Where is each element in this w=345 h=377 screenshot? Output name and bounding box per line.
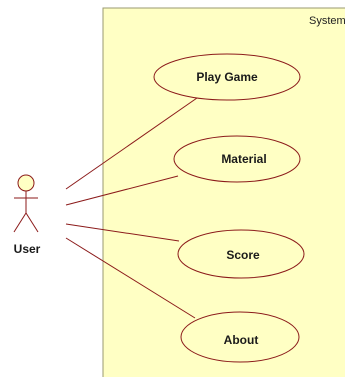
association-play-game[interactable] xyxy=(65,97,198,190)
association-about[interactable] xyxy=(65,237,196,319)
use-case-play-game[interactable]: Play Game xyxy=(153,53,301,101)
system-label: System xyxy=(309,15,345,27)
use-case-score[interactable]: Score xyxy=(177,229,305,279)
use-case-label: Play Game xyxy=(196,70,258,84)
use-case-label: Material xyxy=(221,152,266,166)
actor-right-leg xyxy=(25,212,39,233)
actor-label: User xyxy=(14,242,41,256)
association-material[interactable] xyxy=(65,175,179,206)
use-case-label: Score xyxy=(226,248,260,262)
use-case-ellipse xyxy=(173,135,301,183)
actor-head xyxy=(17,174,35,192)
use-case-ellipse xyxy=(153,53,301,101)
associations xyxy=(65,97,198,319)
use-case-ellipse xyxy=(180,311,300,363)
use-case-material[interactable]: Material xyxy=(173,135,301,183)
use-case-ellipse xyxy=(177,229,305,279)
association-score[interactable] xyxy=(65,223,180,242)
use-case-label: About xyxy=(224,333,259,347)
actor-left-leg xyxy=(13,212,27,233)
actor-user[interactable]: User xyxy=(13,174,41,256)
use-case-about[interactable]: About xyxy=(180,311,300,363)
